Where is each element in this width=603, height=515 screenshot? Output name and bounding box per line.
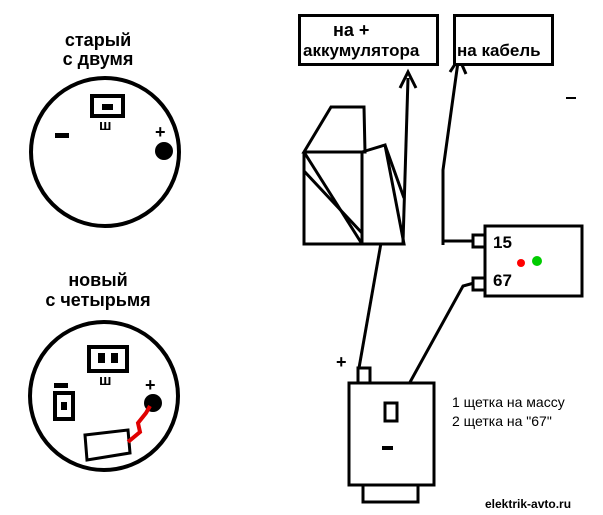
old-caption-line2: с двумя [62,49,134,69]
wire-to-battery [401,77,410,244]
block-diagonal-2 [302,169,364,235]
old-minus-mark [55,133,69,138]
wire-to-cable [441,61,460,245]
old-plus-label: + [155,122,166,142]
relay-green-led [532,256,542,266]
battery-arrow [398,68,418,89]
new-plus-label: + [145,375,156,395]
wire-motor-plus [357,242,383,369]
relay-label-15: 15 [493,233,512,252]
old-sh-label: ш [99,117,112,134]
new-minus-terminal-core [61,402,67,410]
new-sh-pin-1 [98,353,105,363]
motor-minus-mark [382,446,393,450]
cable-box-label: на кабель [457,41,541,60]
new-generator-body [28,320,180,472]
new-generator [28,320,180,472]
motor-plus-label: + [336,352,347,372]
new-minus-mark [54,383,68,388]
block-front-face [302,152,364,246]
old-sh-terminal-core [102,104,113,110]
block-top-face [301,105,367,154]
old-sh-terminal [90,94,125,118]
new-extra-terminal [83,428,132,462]
relay-red-led [517,259,525,267]
block-side-edge [383,144,406,199]
block-side-face [361,143,406,246]
old-caption-line1: старый [64,30,132,50]
new-sh-pin-2 [111,353,118,363]
new-caption-line2: с четырьмя [45,290,151,310]
motor-brush-terminal [383,401,399,423]
note-line2: 2 щетка на "67" [452,413,552,429]
note-line1: 1 щетка на массу [452,394,565,410]
wire-relay-67 [396,281,475,405]
regulator-block [301,105,406,246]
relay-terminal-15 [471,233,487,249]
watermark: elektrik-avto.ru [485,497,572,511]
relay-label-67: 67 [493,271,512,290]
new-minus-terminal [53,391,75,421]
red-jumper-wire [126,405,152,444]
motor-plus-terminal [356,366,372,385]
relay-module [471,224,584,298]
motor-base [361,483,420,504]
motor-body [347,381,436,487]
new-sh-label: ш [99,372,112,389]
old-generator [29,76,181,228]
battery-box: на + аккумулятора [298,14,439,66]
wires [357,54,476,448]
relay-terminal-67 [471,276,487,292]
motor [347,366,436,504]
new-sh-terminal [87,345,129,373]
cable-box: на кабель [453,14,554,66]
old-generator-body [29,76,181,228]
battery-box-line2: аккумулятора [303,41,420,60]
old-plus-terminal [155,142,173,160]
relay-box [483,224,584,298]
new-caption-line1: новый [68,270,128,290]
battery-box-line1: на + [333,20,370,40]
block-diagonal-1 [302,151,364,245]
